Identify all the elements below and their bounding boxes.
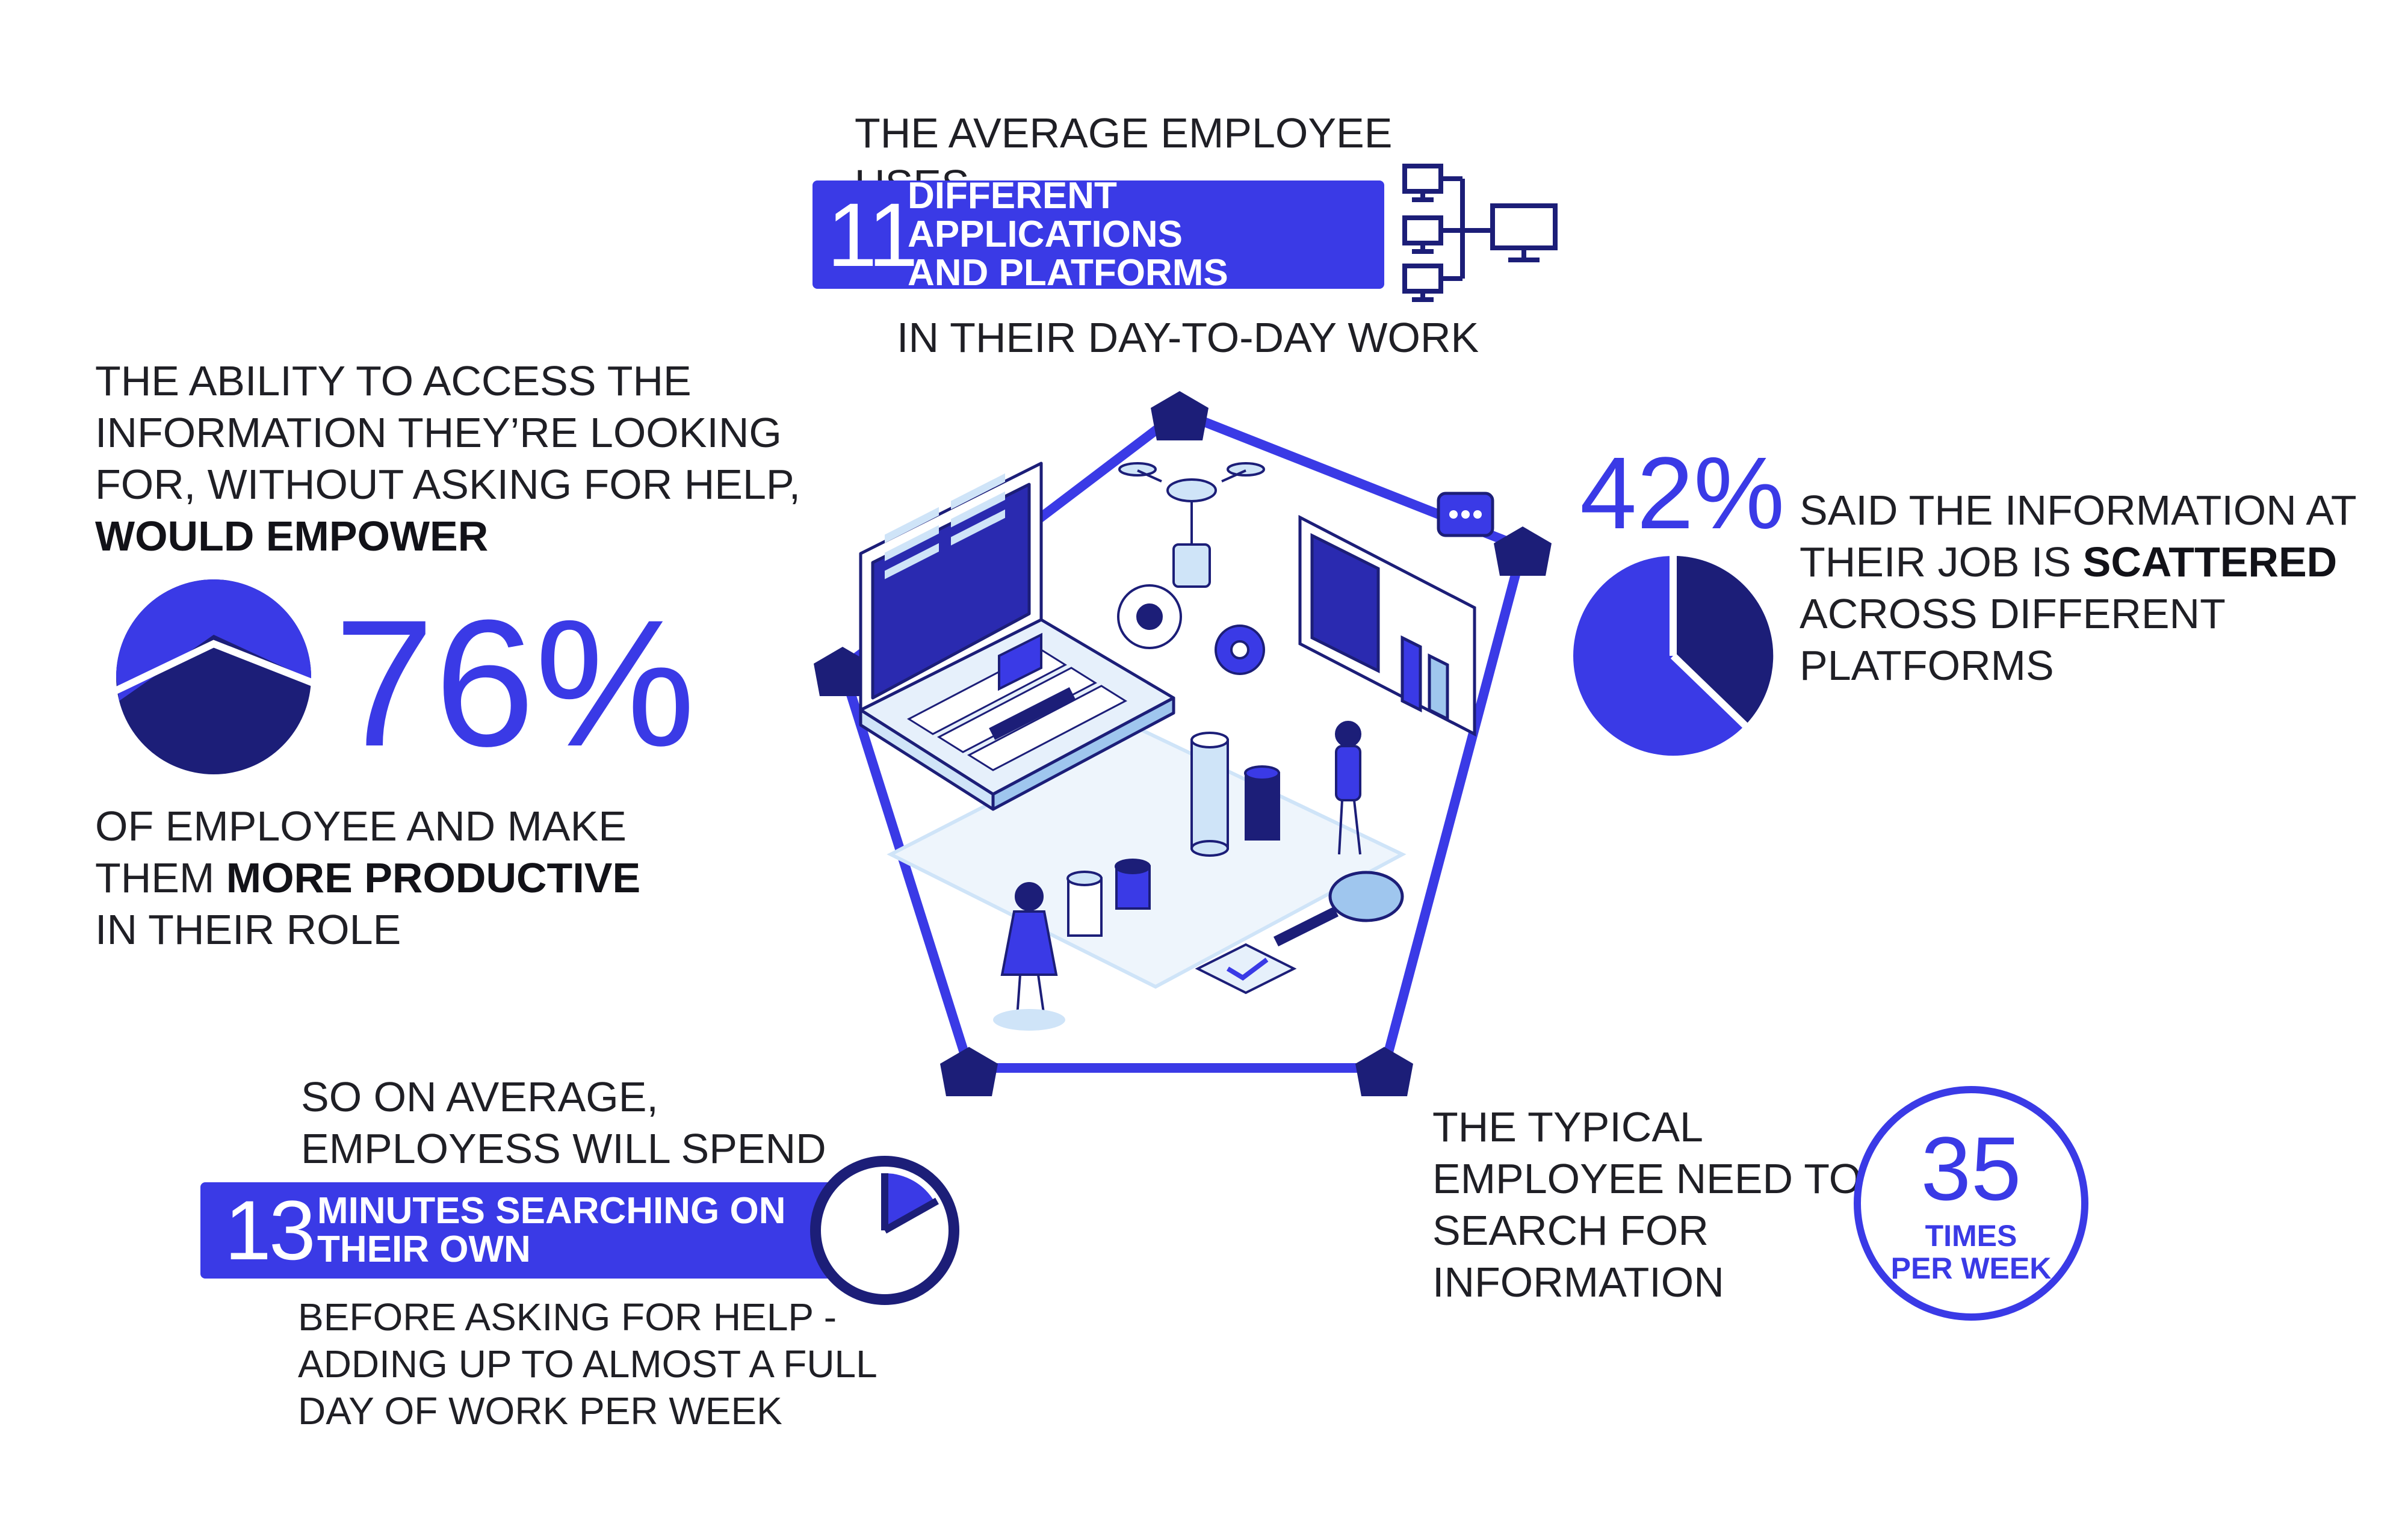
network-computers-icon xyxy=(1402,164,1558,302)
bottom-left-banner-label-line2: THEIR OWN xyxy=(317,1229,531,1270)
times-label: TIMES xyxy=(1925,1219,2017,1253)
left-after-line2-plain: THEM xyxy=(95,854,226,901)
bottom-left-banner: 13 MINUTES SEARCHING ON THEIR OWN xyxy=(200,1182,832,1279)
right-line4: PLATFORMS xyxy=(1800,642,2054,689)
times-per-week-number: 35 xyxy=(1921,1118,2022,1219)
bottom-left-intro-line2: EMPLOYESS WILL SPEND xyxy=(301,1125,826,1172)
left-line2: INFORMATION THEY’RE LOOKING xyxy=(95,409,782,456)
top-banner: 11 DIFFERENT APPLICATIONS AND PLATFORMS xyxy=(812,177,1384,292)
left-line4: WOULD EMPOWER xyxy=(95,510,817,562)
left-after-line2: THEM MORE PRODUCTIVE xyxy=(95,852,817,904)
pie-chart-icon xyxy=(1573,555,1774,756)
top-banner-label-line2: AND PLATFORMS xyxy=(908,252,1228,294)
clock-icon xyxy=(810,1156,959,1305)
top-banner-label: DIFFERENT APPLICATIONS AND PLATFORMS xyxy=(908,177,1384,292)
bottom-right-description: THE TYPICAL EMPLOYEE NEED TO SEARCH FOR … xyxy=(1432,1101,1914,1308)
left-percent: 76% xyxy=(334,582,696,784)
times-per-week-badge: 35 TIMES PER WEEK xyxy=(1854,1086,2088,1321)
left-line3: FOR, WITHOUT ASKING FOR HELP, xyxy=(95,461,801,508)
top-outro-text: IN THEIR DAY-TO-DAY WORK xyxy=(897,314,1479,361)
bottom-right-line2: EMPLOYEE NEED TO xyxy=(1432,1155,1862,1202)
right-percent: 42% xyxy=(1580,436,1785,551)
right-line2-bold: SCATTERED xyxy=(2082,538,2338,585)
left-after-text: OF EMPLOYEE AND MAKE THEM MORE PRODUCTIV… xyxy=(95,800,817,955)
bottom-left-banner-label: MINUTES SEARCHING ON THEIR OWN xyxy=(317,1192,785,1269)
bottom-left-intro-line1: SO ON AVERAGE, xyxy=(301,1073,658,1120)
bottom-left-outro-line2: ADDING UP TO ALMOST A FULL xyxy=(298,1342,877,1386)
right-line3: ACROSS DIFFERENT xyxy=(1800,590,2226,637)
right-line2: THEIR JOB IS SCATTERED xyxy=(1800,536,2389,588)
left-line4-bold: WOULD EMPOWER xyxy=(95,513,489,560)
right-description: SAID THE INFORMATION AT THEIR JOB IS SCA… xyxy=(1800,484,2389,691)
bottom-right-line1: THE TYPICAL xyxy=(1432,1103,1703,1150)
bottom-left-outro: BEFORE ASKING FOR HELP - ADDING UP TO AL… xyxy=(298,1294,900,1434)
right-line1: SAID THE INFORMATION AT xyxy=(1800,487,2357,534)
left-description: THE ABILITY TO ACCESS THE INFORMATION TH… xyxy=(95,355,817,562)
per-week-label: PER WEEK xyxy=(1890,1251,2052,1285)
left-after-line2-bold: MORE PRODUCTIVE xyxy=(226,854,641,901)
bottom-left-intro: SO ON AVERAGE, EMPLOYESS WILL SPEND xyxy=(301,1071,843,1174)
right-line2-plain: THEIR JOB IS xyxy=(1800,538,2083,585)
top-banner-label-line1: DIFFERENT APPLICATIONS xyxy=(908,175,1183,255)
pie-chart-icon xyxy=(111,579,315,774)
bottom-left-banner-label-line1: MINUTES SEARCHING ON xyxy=(317,1190,786,1232)
top-banner-number: 11 xyxy=(827,184,918,285)
bottom-left-banner-number: 13 xyxy=(224,1183,316,1277)
isometric-workspace-illustration xyxy=(814,391,1552,1096)
bottom-right-line3: SEARCH FOR xyxy=(1432,1207,1709,1254)
left-line1: THE ABILITY TO ACCESS THE xyxy=(95,357,692,404)
bottom-right-line4: INFORMATION xyxy=(1432,1259,1724,1306)
bottom-left-outro-line3: DAY OF WORK PER WEEK xyxy=(298,1389,782,1433)
left-after-line1: OF EMPLOYEE AND MAKE xyxy=(95,803,627,850)
bottom-left-outro-line1: BEFORE ASKING FOR HELP - xyxy=(298,1295,837,1339)
left-after-line3: IN THEIR ROLE xyxy=(95,906,401,953)
